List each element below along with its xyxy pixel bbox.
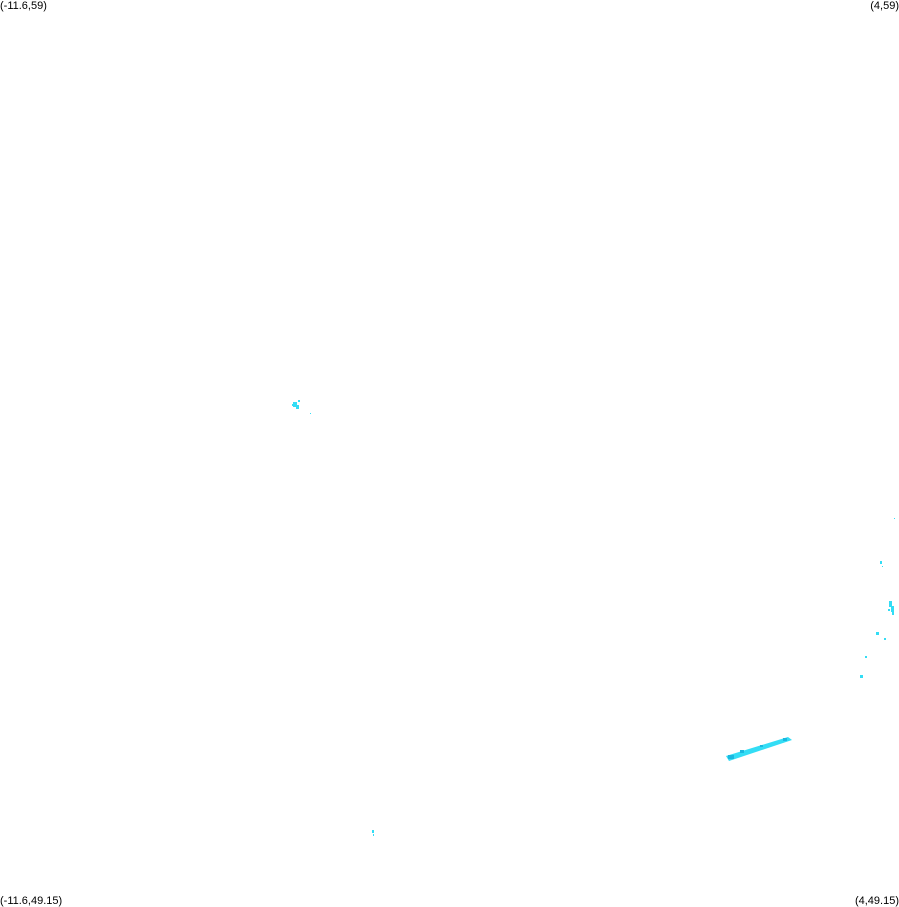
feature-point — [372, 830, 374, 833]
feature-point — [293, 402, 297, 407]
corner-coordinate-bottom-right: (4,49.15) — [854, 895, 899, 907]
feature-point — [880, 561, 882, 564]
corner-coordinate-bottom-left: (-11.6,49.15) — [0, 895, 63, 907]
feature-point — [296, 405, 299, 409]
feature-cluster-b — [860, 518, 895, 678]
feature-point — [740, 750, 744, 753]
feature-point — [889, 601, 892, 607]
feature-point — [894, 518, 895, 519]
corner-coordinate-top-right: (4,59) — [870, 0, 899, 12]
feature-point — [892, 612, 894, 615]
feature-point — [884, 638, 886, 640]
feature-point — [860, 675, 863, 678]
feature-point — [298, 400, 300, 402]
feature-point — [783, 738, 787, 741]
feature-point — [888, 609, 890, 611]
feature-point — [292, 404, 294, 406]
feature-point — [760, 745, 763, 747]
feature-point — [373, 834, 374, 836]
feature-point — [310, 413, 311, 414]
feature-strip-shape — [726, 737, 792, 761]
corner-coordinate-top-left: (-11.6,59) — [0, 0, 47, 12]
feature-point — [891, 606, 894, 612]
feature-point — [882, 566, 883, 567]
feature-point — [876, 632, 879, 635]
feature-point — [728, 755, 734, 759]
feature-cluster-a — [292, 400, 311, 414]
feature-cluster-c — [372, 830, 374, 836]
feature-strip — [726, 737, 792, 761]
feature-point — [865, 656, 867, 658]
